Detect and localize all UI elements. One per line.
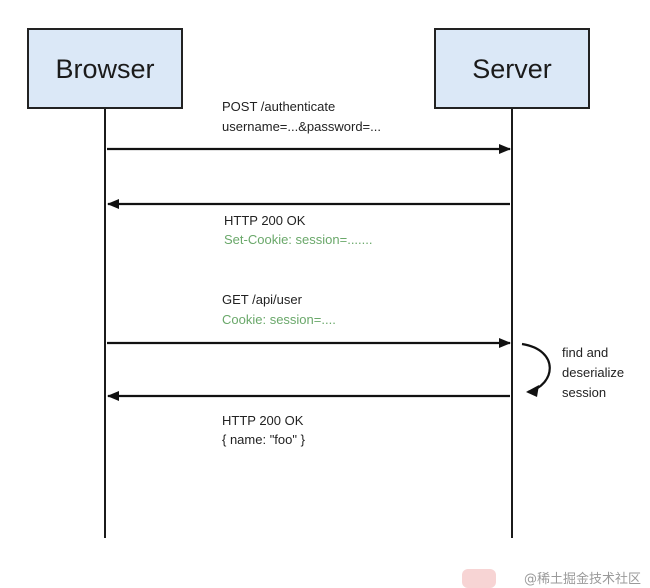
browser-actor: Browser xyxy=(27,28,183,109)
server-actor-label: Server xyxy=(472,54,552,84)
curved-arrow-icon xyxy=(521,342,551,394)
server-processing-note: find and deserialize session xyxy=(521,342,624,400)
message-3-line-2: Cookie: session=.... xyxy=(222,312,336,327)
message-get-api-user: GET /api/user Cookie: session=.... xyxy=(107,292,511,348)
message-2-line-1: HTTP 200 OK xyxy=(224,213,306,228)
message-1-line-2: username=...&password=... xyxy=(222,119,381,134)
watermark-logo-icon xyxy=(462,569,496,588)
server-actor-box xyxy=(434,28,590,109)
browser-actor-label: Browser xyxy=(55,54,154,84)
watermark-text: @稀土掘金技术社区 xyxy=(524,571,641,587)
message-2-line-2: Set-Cookie: session=....... xyxy=(224,232,372,247)
note-line-2: deserialize xyxy=(562,365,624,380)
message-4-line-1: HTTP 200 OK xyxy=(222,413,304,428)
message-user-response: HTTP 200 OK { name: "foo" } xyxy=(107,391,510,447)
server-actor: Server xyxy=(434,28,590,109)
curved-arrow-head-icon xyxy=(526,385,539,397)
message-4-line-2: { name: "foo" } xyxy=(222,432,306,447)
note-line-1: find and xyxy=(562,345,608,360)
note-line-3: session xyxy=(562,385,606,400)
message-post-authenticate: POST /authenticate username=...&password… xyxy=(107,99,511,154)
message-3-line-1: GET /api/user xyxy=(222,292,303,307)
message-set-cookie-response: HTTP 200 OK Set-Cookie: session=....... xyxy=(107,199,510,247)
watermark: @稀土掘金技术社区 xyxy=(462,569,641,588)
browser-actor-box xyxy=(27,28,183,109)
message-1-line-1: POST /authenticate xyxy=(222,99,335,114)
